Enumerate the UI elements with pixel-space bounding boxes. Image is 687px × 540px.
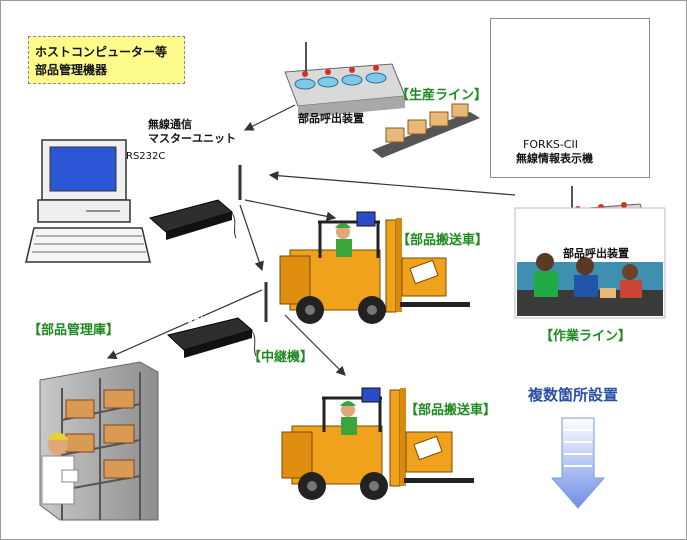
arrow-master-to-relay	[239, 204, 264, 272]
production-line-label: 【生産ライン】	[396, 88, 488, 103]
conveyor-line	[372, 103, 480, 158]
relay-modem	[166, 282, 268, 358]
arrow-callbox-to-master	[243, 104, 296, 131]
warehouse-shelves	[39, 361, 159, 521]
forklift-2	[281, 387, 474, 500]
arrow-relay-to-warehouse	[106, 289, 263, 359]
host-label-line-2: 部品管理機器	[35, 63, 108, 77]
forklift-1	[279, 211, 470, 324]
work-line-photo	[514, 207, 666, 319]
forks-photo-frame	[490, 18, 650, 178]
parts-transport-label-1: 【部品搬送車】	[397, 233, 489, 248]
host-label-line-1: ホストコンピューター等	[35, 45, 168, 59]
host-computer	[25, 139, 151, 263]
work-line-label: 【作業ライン】	[540, 329, 632, 344]
forks-desc-label: 無線情報表示機	[516, 152, 593, 165]
arrow-relay-to-forklift2	[284, 314, 346, 376]
parts-transport-label-2: 【部品搬送車】	[405, 403, 497, 418]
host-label-box: ホストコンピューター等 部品管理機器	[28, 36, 185, 84]
rs232c-label: RS232C	[126, 151, 166, 162]
forks-model-label: FORKS-CII	[523, 138, 578, 151]
relay-label: 【中継機】	[248, 350, 314, 365]
down-arrow-icon	[550, 417, 606, 509]
call-box-top	[284, 42, 406, 118]
multiple-sites-label: 複数箇所設置	[528, 386, 619, 404]
arrow-master-to-forklift1	[244, 199, 337, 222]
parts-warehouse-label: 【部品管理庫】	[28, 323, 120, 338]
master-unit-label-1: 無線通信	[148, 118, 192, 131]
arrow-right-to-master	[268, 170, 516, 196]
communication-arrows	[106, 104, 516, 376]
call-device-right-label: 部品呼出装置	[563, 247, 629, 260]
master-unit-label-2: マスターユニット	[148, 132, 236, 145]
master-modem	[148, 165, 242, 240]
call-device-top-label: 部品呼出装置	[298, 112, 364, 125]
